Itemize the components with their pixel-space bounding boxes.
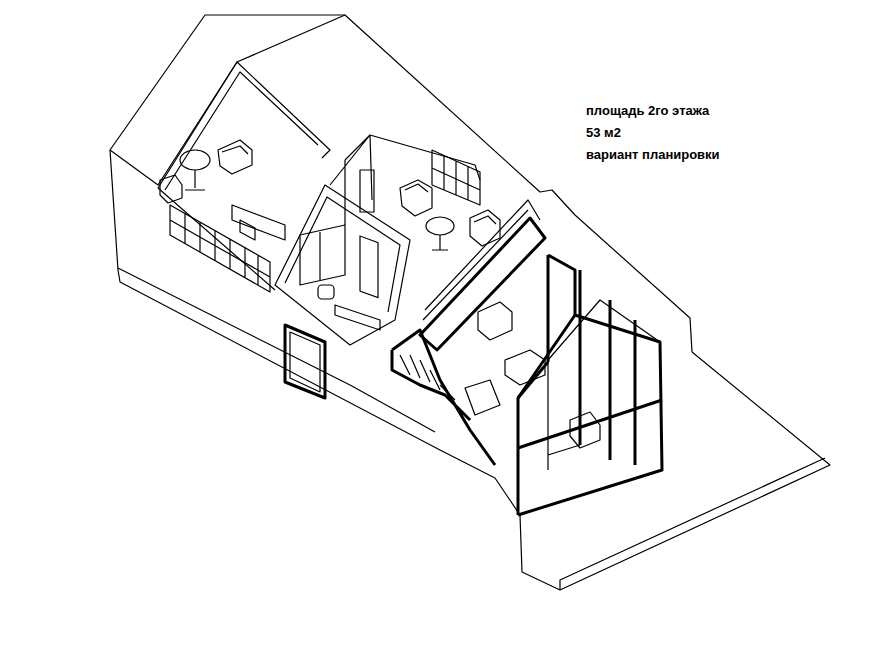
note-text: 53 м2 [586, 122, 720, 144]
wall-top [118, 268, 435, 432]
note-text: вариант планировки [586, 144, 720, 166]
glass-facade [518, 255, 662, 465]
armchair [400, 180, 432, 216]
armchair [470, 210, 500, 246]
terrace-edge [560, 458, 825, 590]
glass-facade [548, 300, 660, 470]
table-leg [185, 170, 205, 190]
table [426, 217, 454, 235]
roof-outline [110, 15, 692, 352]
shelves [432, 150, 480, 205]
armchair [218, 140, 252, 174]
left-room-wall [158, 62, 330, 188]
railing [423, 200, 540, 320]
chair [240, 220, 255, 240]
left-room-wall [165, 72, 318, 190]
bath-wall [275, 185, 410, 345]
toilet [318, 285, 334, 299]
bath-door [360, 236, 378, 298]
note-text: площадь 2го этажа [586, 100, 720, 122]
window [285, 325, 325, 398]
central-wall [330, 135, 480, 225]
shower [300, 225, 345, 285]
desk [232, 205, 285, 240]
desk [465, 380, 500, 415]
sink [335, 305, 380, 330]
table [180, 150, 210, 170]
wall-base [118, 270, 520, 515]
glass-facade [518, 315, 662, 515]
bed [478, 302, 512, 340]
note-block: площадь 2го этажа53 м2вариант планировки [586, 100, 720, 166]
door [360, 170, 374, 212]
stairs [400, 355, 470, 420]
bookshelf [170, 205, 270, 292]
railing [420, 218, 545, 350]
armchair [160, 175, 182, 203]
terrace [520, 352, 830, 590]
table-leg [432, 235, 448, 250]
bath-wall [285, 197, 400, 312]
roof-inner-edge [110, 15, 345, 185]
window [290, 332, 320, 392]
stairs [392, 330, 495, 465]
